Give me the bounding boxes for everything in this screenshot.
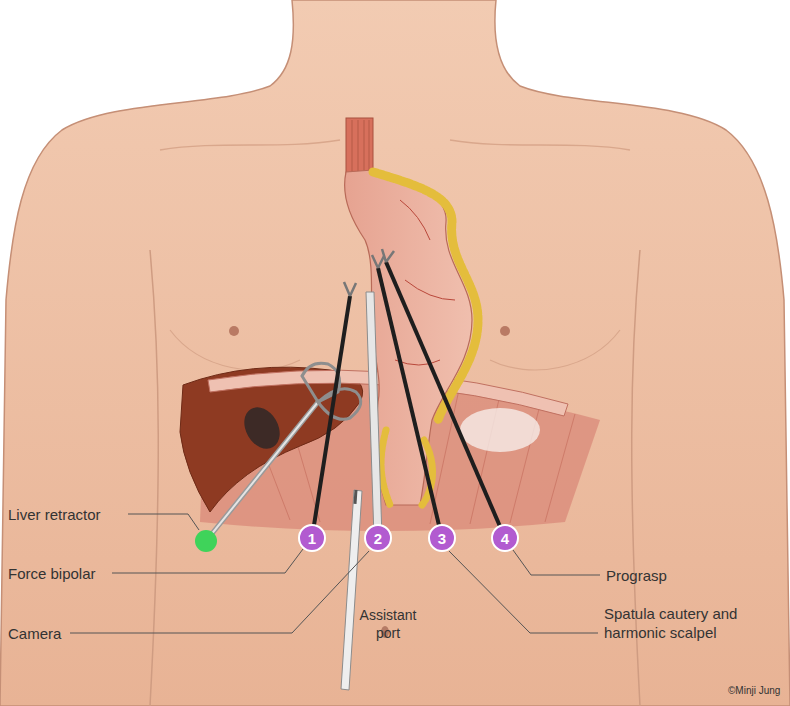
assistant-instrument <box>341 490 362 690</box>
instrument-shaft <box>312 296 350 538</box>
instrument-tip <box>382 249 394 262</box>
gastric-vessels <box>395 200 455 365</box>
leader-lines <box>70 514 600 633</box>
callout-number: 2 <box>374 531 382 546</box>
retractor-loop <box>318 389 361 420</box>
central-tendon <box>460 408 540 452</box>
retractor-shaft <box>206 402 318 541</box>
instrument-tip <box>372 255 384 268</box>
camera-shaft <box>366 292 382 538</box>
port-dot <box>195 530 217 552</box>
callout-circle: 1 <box>298 524 326 552</box>
nipple <box>229 326 239 336</box>
pectoral-contour <box>170 330 300 370</box>
part-label: Force bipolar <box>8 564 96 583</box>
instrument-shaft <box>386 262 505 538</box>
clavicle-line <box>160 140 340 150</box>
instrument-tip <box>344 282 356 296</box>
callout-circle: 4 <box>491 524 519 552</box>
callout-circle: 3 <box>428 524 456 552</box>
callout-number: 1 <box>308 531 316 546</box>
omental-fat <box>381 430 390 505</box>
port-label: Assistant port <box>356 606 420 642</box>
callout-number: 4 <box>501 531 509 546</box>
callout-number: 3 <box>438 531 446 546</box>
copyright-watermark: ©Minji Jung <box>728 684 780 697</box>
part-label: Liver retractor <box>8 505 101 524</box>
part-label: Spatula cautery and harmonic scalpel <box>604 604 784 642</box>
instrument-marking <box>354 490 358 504</box>
callout-circle: 2 <box>364 524 392 552</box>
instrument-shaft <box>378 268 442 538</box>
arm-contour <box>150 250 158 706</box>
part-label: Prograsp <box>606 566 667 585</box>
esophagus-stripes <box>352 120 369 174</box>
pectoral-contour <box>490 330 620 370</box>
nipple <box>500 326 510 336</box>
part-label: Camera <box>8 624 61 643</box>
clavicle-line <box>450 140 630 150</box>
omental-fat <box>373 172 478 420</box>
retractor-shaft <box>206 402 318 541</box>
esophagus <box>346 118 373 176</box>
